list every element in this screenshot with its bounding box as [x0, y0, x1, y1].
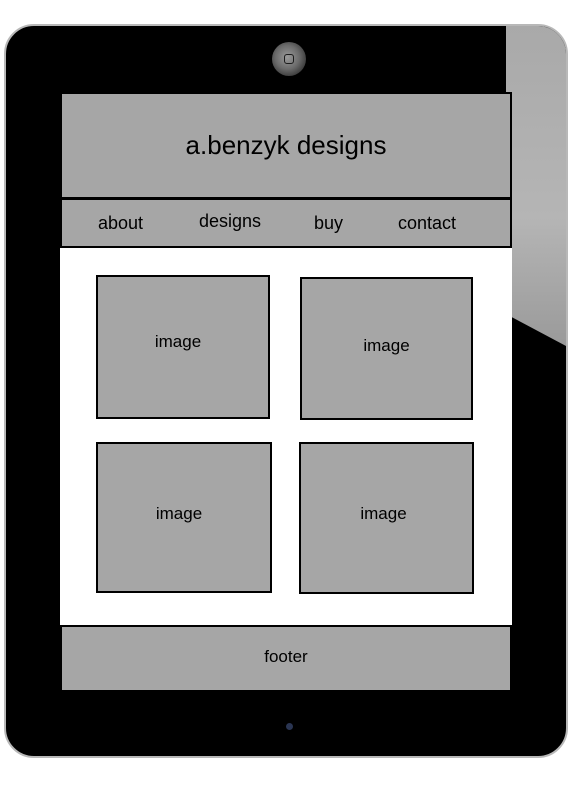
image-tile[interactable]: image	[300, 277, 473, 420]
screen: a.benzyk designs about designs buy conta…	[60, 92, 512, 692]
nav-item-contact[interactable]: contact	[398, 213, 457, 233]
image-tile-label: image	[360, 504, 407, 523]
image-tile-label: image	[155, 504, 203, 523]
image-tile-label: image	[154, 332, 202, 351]
site-footer: footer	[60, 625, 512, 692]
site-header: a.benzyk designs	[60, 92, 512, 200]
home-button-icon[interactable]	[286, 723, 293, 730]
nav-item-about[interactable]: about	[98, 213, 144, 233]
image-tile[interactable]: image	[96, 275, 270, 419]
nav-item-designs[interactable]: designs	[199, 211, 262, 231]
site-title: a.benzyk designs	[185, 130, 387, 160]
image-tile-label: image	[363, 336, 410, 355]
footer-label: footer	[264, 647, 308, 666]
gallery: image image image image	[60, 248, 512, 626]
nav-item-buy[interactable]: buy	[314, 213, 344, 233]
camera-icon	[272, 42, 306, 76]
frame-gloss	[506, 26, 566, 346]
nav-bar: about designs buy contact	[60, 200, 512, 248]
camera-lens	[284, 54, 294, 64]
image-tile[interactable]: image	[96, 442, 272, 593]
image-tile[interactable]: image	[299, 442, 474, 594]
